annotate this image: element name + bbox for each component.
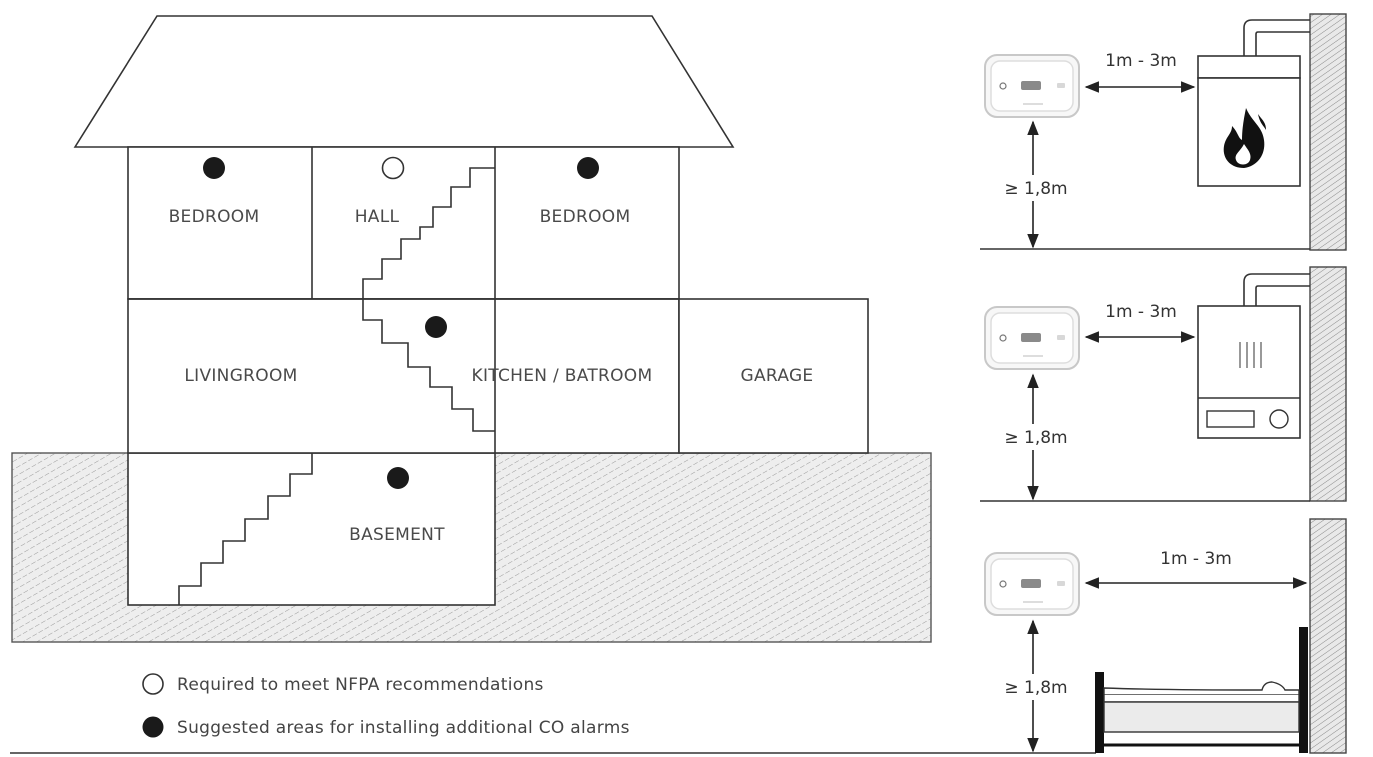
legend: Required to meet NFPA recommendations Su… bbox=[142, 673, 630, 738]
co-detector bbox=[984, 552, 1080, 616]
legend-suggested-text: Suggested areas for installing additiona… bbox=[177, 718, 630, 738]
room-label-bedroom-left: BEDROOM bbox=[169, 207, 260, 227]
bedroom-placement-panel: 1m - 3m ≥ 1,8m bbox=[984, 518, 1347, 754]
heater-placement-panel: 1m - 3m ≥ 1,8m bbox=[980, 266, 1347, 502]
staircase-basement bbox=[178, 453, 313, 605]
room-label-livingroom: LIVINGROOM bbox=[184, 366, 297, 386]
heater-dial bbox=[1269, 409, 1289, 429]
legend-required-text: Required to meet NFPA recommendations bbox=[177, 675, 544, 695]
staircase-upper bbox=[362, 167, 495, 299]
room-label-hall: HALL bbox=[355, 207, 400, 227]
horizontal-distance-label: 1m - 3m bbox=[1105, 51, 1177, 71]
room-label-garage: GARAGE bbox=[741, 366, 814, 386]
wall bbox=[1309, 13, 1347, 251]
height-label: ≥ 1,8m bbox=[1004, 179, 1067, 199]
suggested-alarm-marker bbox=[387, 467, 409, 489]
heater-display bbox=[1206, 410, 1255, 428]
house-illustration: BEDROOM HALL BEDROOM LIVINGROOM KITCHEN … bbox=[11, 15, 932, 643]
room-label-kitchen-bathroom: KITCHEN / BATROOM bbox=[472, 366, 653, 386]
height-label: ≥ 1,8m bbox=[1004, 678, 1067, 698]
ground-floor bbox=[127, 298, 680, 454]
suggested-alarm-marker bbox=[203, 157, 225, 179]
staircase-ground bbox=[362, 299, 495, 432]
co-detector bbox=[984, 306, 1080, 370]
basement-room bbox=[127, 452, 496, 606]
flame-icon bbox=[1223, 108, 1266, 168]
room-label-basement: BASEMENT bbox=[349, 525, 445, 545]
legend-required-marker bbox=[142, 673, 164, 695]
roof bbox=[73, 15, 735, 148]
room-label-bedroom-right: BEDROOM bbox=[540, 207, 631, 227]
co-detector bbox=[984, 54, 1080, 118]
suggested-alarm-marker bbox=[425, 316, 447, 338]
boiler-appliance bbox=[1197, 55, 1301, 79]
boiler-placement-panel: 1m - 3m ≥ 1,8m bbox=[980, 13, 1347, 251]
horizontal-distance-label: 1m - 3m bbox=[1105, 302, 1177, 322]
legend-suggested-marker bbox=[142, 716, 164, 738]
required-alarm-marker bbox=[381, 156, 405, 180]
suggested-alarm-marker bbox=[577, 157, 599, 179]
horizontal-distance-label: 1m - 3m bbox=[1160, 549, 1232, 569]
height-label: ≥ 1,8m bbox=[1004, 428, 1067, 448]
wall bbox=[1309, 518, 1347, 754]
garage-room bbox=[678, 298, 869, 454]
wall bbox=[1309, 266, 1347, 502]
bed-icon bbox=[1095, 627, 1308, 753]
